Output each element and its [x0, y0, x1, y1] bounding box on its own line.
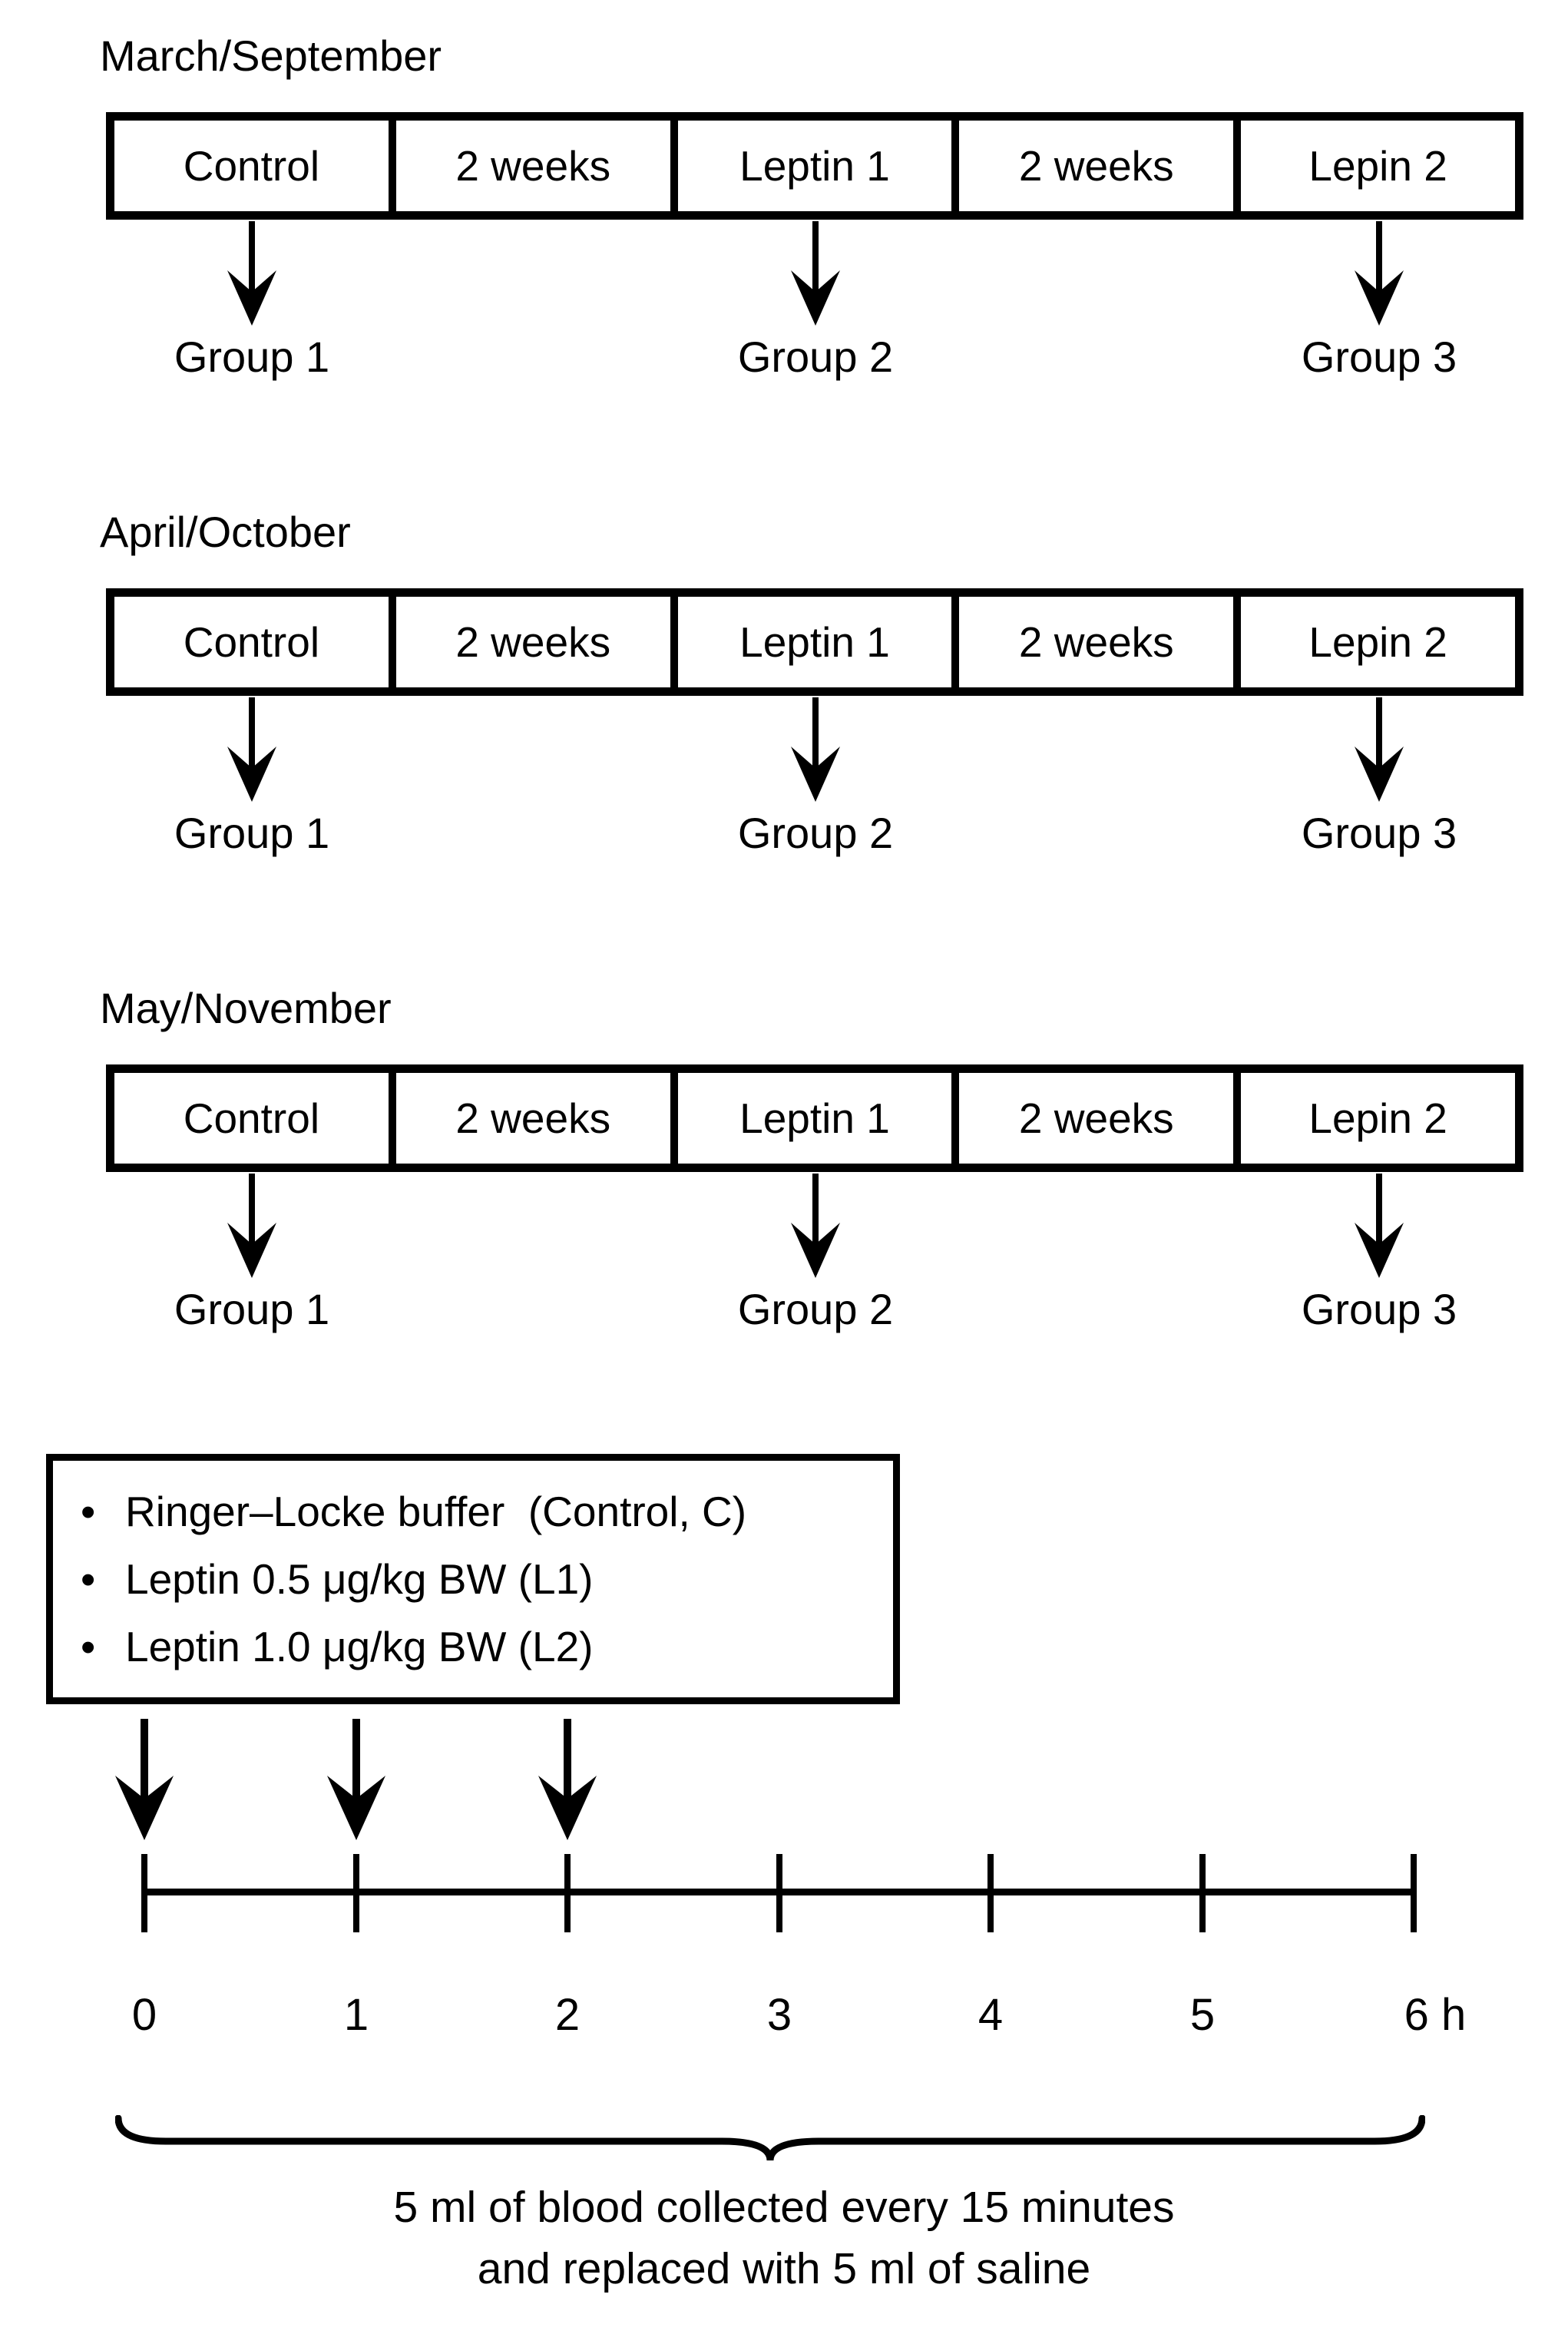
caption-line-1: 5 ml of blood collected every 15 minutes: [393, 2183, 1175, 2232]
down-arrow-icon: [1355, 697, 1404, 802]
season-section-march-september: March/September Control 2 weeks Leptin 1…: [0, 0, 1568, 476]
group-label: Group 3: [1301, 1285, 1457, 1333]
down-arrow-icon: [791, 1174, 840, 1278]
down-arrow-icon: [791, 221, 840, 326]
sampling-caption: 5 ml of blood collected every 15 minutes…: [0, 2177, 1568, 2299]
group-label: Group 1: [174, 333, 330, 381]
treatment-box-leptin1: Leptin 1: [670, 1073, 952, 1164]
season-title: April/October: [100, 508, 351, 556]
treatment-box-control: Control: [183, 142, 320, 190]
legend-item-text: Leptin 0.5 μg/kg BW (L1): [125, 1555, 594, 1603]
legend-item-text: Ringer–Locke buffer (Control, C): [125, 1488, 747, 1535]
group-label: Group 2: [737, 333, 894, 381]
treatment-sequence-row: Control 2 weeks Leptin 1 2 weeks Lepin 2: [106, 588, 1523, 696]
legend-item-control: • Ringer–Locke buffer (Control, C): [81, 1478, 882, 1545]
treatment-box-2weeks-a: 2 weeks: [388, 1073, 670, 1164]
treatment-box-lepin2: Lepin 2: [1233, 597, 1515, 687]
timeline-tick: [353, 1854, 359, 1932]
treatment-box-2weeks-a: 2 weeks: [388, 121, 670, 211]
down-arrow-icon: [227, 697, 276, 802]
down-arrow-icon: [1355, 1174, 1404, 1278]
timeline-tick: [1411, 1854, 1417, 1932]
timeline-tick-label: 6 h: [1404, 1990, 1467, 2040]
treatment-box-2weeks-b: 2 weeks: [951, 121, 1233, 211]
down-arrow-icon: [1355, 221, 1404, 326]
timeline-tick-label: 5: [1189, 1990, 1216, 2040]
treatment-box-2weeks-b: 2 weeks: [951, 1073, 1233, 1164]
group-label: Group 3: [1301, 333, 1457, 381]
treatment-box-leptin1: Leptin 1: [670, 121, 952, 211]
down-arrow-icon: [227, 1174, 276, 1278]
timeline-tick-label: 1: [343, 1990, 369, 2040]
treatment-box-2weeks-a: 2 weeks: [388, 597, 670, 687]
timeline-tick: [564, 1854, 571, 1932]
treatment-sequence-row: Control 2 weeks Leptin 1 2 weeks Lepin 2: [106, 1064, 1523, 1172]
group-label: Group 1: [174, 1285, 330, 1333]
injection-arrow-icon: [538, 1719, 597, 1840]
treatment-box-lepin2: Lepin 2: [1233, 1073, 1515, 1164]
season-title: May/November: [100, 984, 392, 1032]
timeline-tick-label: 4: [978, 1990, 1004, 2040]
treatment-box-2weeks-b: 2 weeks: [951, 597, 1233, 687]
treatment-box-control: Control: [183, 618, 320, 666]
treatment-sequence-row: Control 2 weeks Leptin 1 2 weeks Lepin 2: [106, 112, 1523, 220]
treatment-box-control: Control: [183, 1094, 320, 1142]
legend-item-leptin-05: • Leptin 0.5 μg/kg BW (L1): [81, 1545, 882, 1613]
treatment-box-leptin1: Leptin 1: [670, 597, 952, 687]
season-title: March/September: [100, 31, 442, 80]
group-label: Group 2: [737, 1285, 894, 1333]
legend-item-text: Leptin 1.0 μg/kg BW (L2): [125, 1623, 594, 1670]
season-section-april-october: April/October Control 2 weeks Leptin 1 2…: [0, 476, 1568, 952]
down-arrow-icon: [791, 697, 840, 802]
timeline-tick: [141, 1854, 147, 1932]
timeline-tick-label: 2: [554, 1990, 581, 2040]
group-label: Group 3: [1301, 809, 1457, 857]
injection-arrow-icon: [327, 1719, 385, 1840]
timeline-tick: [776, 1854, 782, 1932]
timeline-tick-label: 3: [766, 1990, 792, 2040]
group-label: Group 1: [174, 809, 330, 857]
group-label: Group 2: [737, 809, 894, 857]
bullet-icon: •: [81, 1623, 96, 1670]
down-arrow-icon: [227, 221, 276, 326]
injection-arrow-icon: [115, 1719, 174, 1840]
season-section-may-november: May/November Control 2 weeks Leptin 1 2 …: [0, 952, 1568, 1429]
caption-line-2: and replaced with 5 ml of saline: [477, 2244, 1091, 2293]
legend-item-leptin-10: • Leptin 1.0 μg/kg BW (L2): [81, 1613, 882, 1680]
timeline-tick-label: 0: [131, 1990, 157, 2040]
timeline-tick: [987, 1854, 994, 1932]
bullet-icon: •: [81, 1555, 96, 1603]
bullet-icon: •: [81, 1488, 96, 1535]
treatments-legend-box: • Ringer–Locke buffer (Control, C) • Lepti…: [46, 1454, 900, 1704]
curly-brace-icon: [115, 2115, 1425, 2161]
timeline-tick: [1199, 1854, 1206, 1932]
treatment-box-lepin2: Lepin 2: [1233, 121, 1515, 211]
